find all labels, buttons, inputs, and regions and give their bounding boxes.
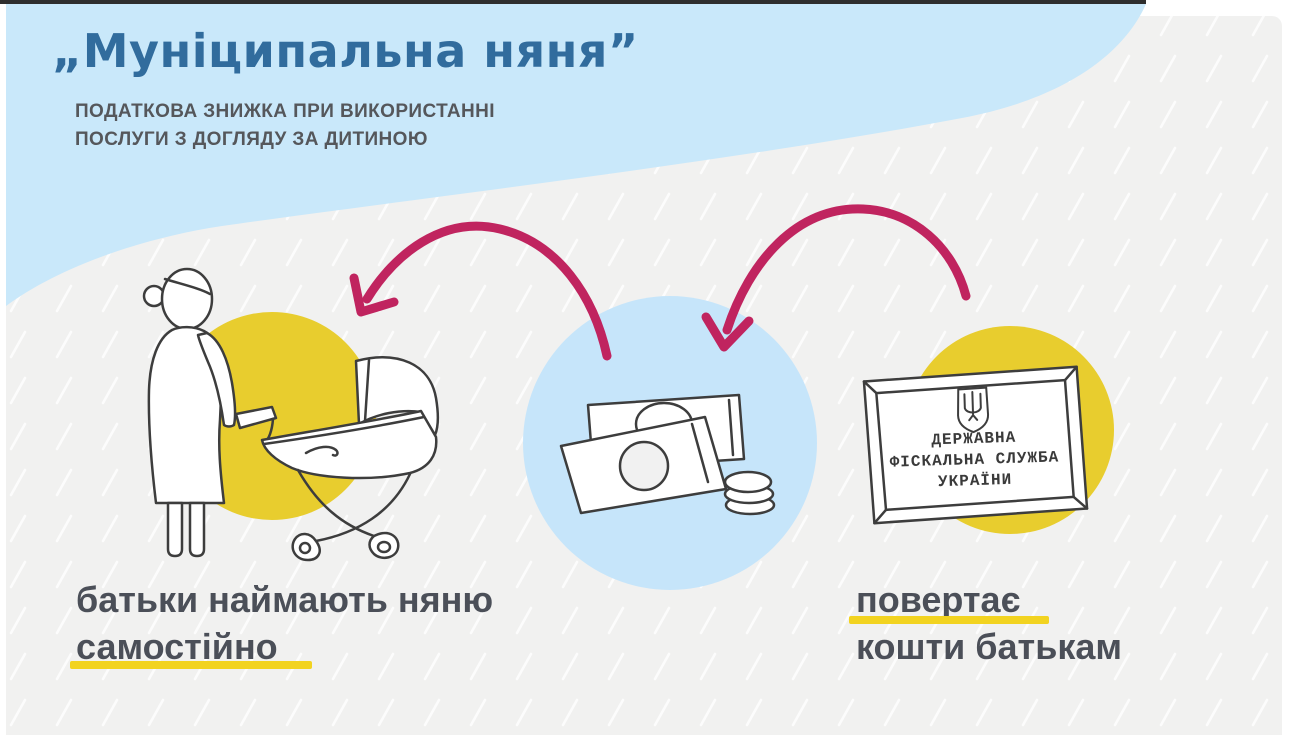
blue-wave-background [6,4,1146,306]
coin [723,470,773,494]
caption-service-line1: повертає [856,579,1021,620]
sign-text-line3: УКРАЇНИ [938,470,1013,491]
arm [196,331,237,428]
top-border-strip [0,0,1146,4]
page-subtitle-line2: ПОСЛУГИ З ДОГЛЯДУ ЗА ДИТИНОЮ [75,129,428,150]
curved-arrow-money-to-parents [349,221,612,361]
curved-arrow-right-to-money [701,204,971,352]
fiscal-service-sign-icon: ДЕРЖАВНА ФІСКАЛЬНА СЛУЖБА УКРАЇНИ [862,365,1089,525]
money-banknotes-and-coins-icon [559,393,776,516]
arrowhead-icon [701,312,754,352]
caption-service-line2: кошти батькам [856,626,1122,667]
sign-text-line2: ФІСКАЛЬНА СЛУЖБА [889,448,1059,471]
stroller-hood [354,356,440,437]
yellow-highlight-underline-right [849,616,1049,624]
sign-text-line1: ДЕРЖАВНА [931,429,1016,450]
head [160,267,214,331]
arrowhead-icon [349,273,399,317]
dress [147,325,226,505]
caption-parents-line2: самостійно [76,626,278,667]
caption-parents-line1: батьки наймають няню [76,579,494,620]
parent-with-stroller-icon [142,267,440,562]
page-title: „Муніципальна няня” [52,24,639,78]
ukraine-trident-emblem-icon [957,386,990,434]
stroller-handle [234,405,278,430]
page-subtitle-line1: ПОДАТКОВА ЗНИЖКА ПРИ ВИКОРИСТАННІ [75,101,495,122]
yellow-highlight-underline-left [70,661,312,669]
